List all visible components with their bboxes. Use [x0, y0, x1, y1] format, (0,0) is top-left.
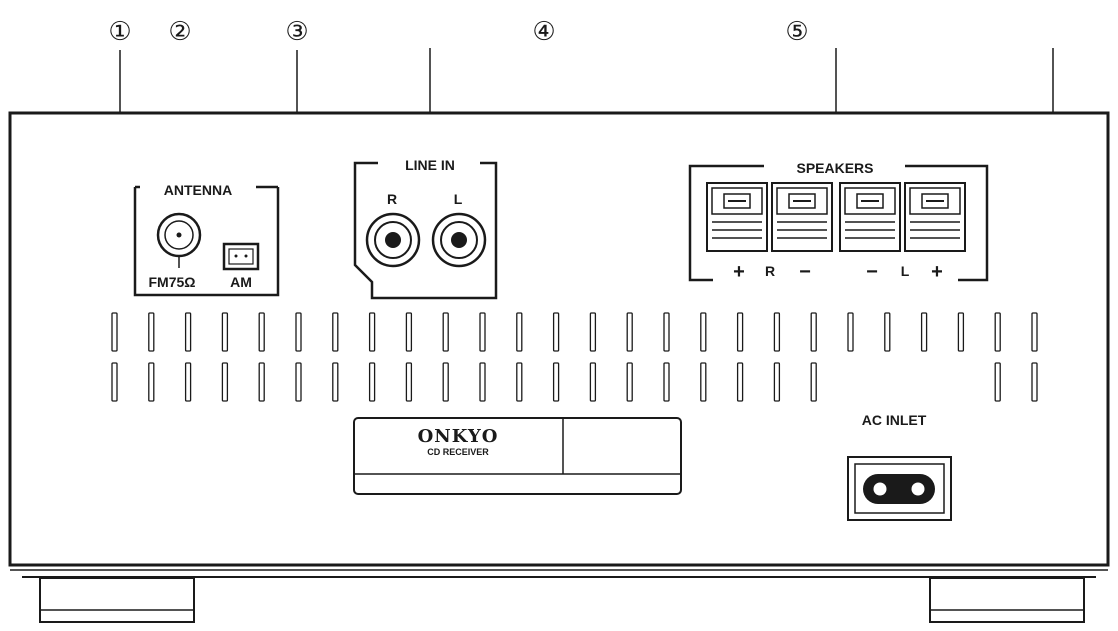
vent-slot: [994, 362, 1001, 402]
foot-right: [929, 577, 1085, 623]
vent-slot: [184, 312, 192, 352]
speaker-label-r: R: [765, 263, 775, 279]
vent-slot: [221, 362, 229, 402]
vent-slot: [810, 362, 817, 402]
vent-slot: [810, 312, 817, 352]
speaker-label-l-plus: +: [931, 261, 943, 283]
brand-plate-outline: [353, 417, 682, 495]
vent-slot: [295, 362, 302, 402]
vent-slot: [516, 362, 523, 402]
vent-slot: [700, 362, 707, 402]
vent-slot: [368, 362, 376, 402]
speakers-frame: [688, 164, 989, 282]
foot-left: [39, 577, 195, 623]
vent-slot: [258, 362, 265, 402]
fm-connector-pin: [176, 232, 182, 238]
speaker-terminal-l-plus: [904, 182, 966, 252]
vent-slot: [258, 312, 265, 352]
vent-slot: [148, 312, 155, 352]
antenna-section: ANTENNA FM75Ω AM: [133, 182, 280, 297]
vent-slot: [626, 362, 633, 402]
speaker-terminals: [706, 182, 966, 252]
vent-slot: [626, 312, 633, 352]
fm-label: FM75Ω: [148, 274, 195, 290]
speaker-label-r-minus: −: [799, 261, 811, 283]
antenna-frame: [133, 187, 280, 297]
vent-slot: [920, 312, 928, 352]
vent-slot: [1031, 362, 1038, 402]
line-in-section: LINE IN R L: [353, 157, 498, 300]
feet: [39, 577, 1085, 623]
antenna-title: ANTENNA: [164, 182, 232, 198]
line-in-left-label: L: [454, 191, 463, 207]
line-in-title: LINE IN: [405, 157, 455, 173]
speaker-terminal-l-minus: [839, 182, 901, 252]
vent-slot: [773, 312, 781, 352]
vent-slot: [405, 312, 413, 352]
brand-model: CD RECEIVER: [427, 447, 489, 457]
callout-4: ④: [532, 17, 555, 47]
vent-slot: [111, 362, 118, 402]
vent-slot: [589, 362, 597, 402]
ac-inlet-label: AC INLET: [862, 412, 927, 428]
vent-slot: [957, 312, 965, 352]
vent-slot: [994, 312, 1001, 352]
vent-slot: [479, 312, 486, 352]
am-label: AM: [230, 274, 252, 290]
vent-slot: [736, 312, 744, 352]
vent-slot: [148, 362, 155, 402]
speaker-label-l-minus: −: [866, 261, 878, 283]
speaker-terminal-r-plus: [706, 182, 768, 252]
line-in-frame: [353, 161, 498, 300]
vent-slot: [552, 362, 560, 402]
vent-slot: [884, 312, 891, 352]
ac-inlet-socket: [863, 474, 935, 504]
speaker-terminal-r-minus: [771, 182, 833, 252]
vent-slot: [184, 362, 192, 402]
callout-5: ⑤: [785, 17, 808, 47]
vent-slot: [479, 362, 486, 402]
speakers-title: SPEAKERS: [796, 160, 873, 176]
vent-slot: [552, 312, 560, 352]
vent-slot: [1031, 312, 1038, 352]
callout-2: ②: [168, 17, 191, 47]
vent-slot: [442, 362, 449, 402]
brand-logo: ONKYO: [418, 426, 499, 447]
ac-inlet-section: AC INLET: [847, 412, 952, 521]
ventilation-slots: [111, 312, 1038, 402]
vent-slot: [663, 312, 670, 352]
vent-slot: [405, 362, 413, 402]
vent-slot: [847, 312, 854, 352]
vent-slot: [589, 312, 597, 352]
callout-3: ③: [285, 17, 308, 47]
vent-slot: [736, 362, 744, 402]
vent-slot: [295, 312, 302, 352]
vent-slot: [332, 312, 339, 352]
speakers-section: SPEAKERS: [688, 160, 989, 283]
vent-slot: [663, 362, 670, 402]
fm-connector-inner: [164, 220, 194, 250]
vent-slot: [221, 312, 229, 352]
vent-slot: [332, 362, 339, 402]
speaker-label-r-plus: +: [733, 261, 745, 283]
line-in-right-label: R: [387, 191, 397, 207]
vent-slot: [111, 312, 118, 352]
vent-slot: [516, 312, 523, 352]
vent-slot: [773, 362, 781, 402]
brand-plate: ONKYO CD RECEIVER: [353, 417, 682, 495]
callout-1: ①: [108, 17, 131, 47]
vent-slot: [442, 312, 449, 352]
am-connector: [222, 242, 260, 271]
speaker-label-l: L: [901, 263, 910, 279]
vent-slot: [700, 312, 707, 352]
vent-slot: [368, 312, 376, 352]
